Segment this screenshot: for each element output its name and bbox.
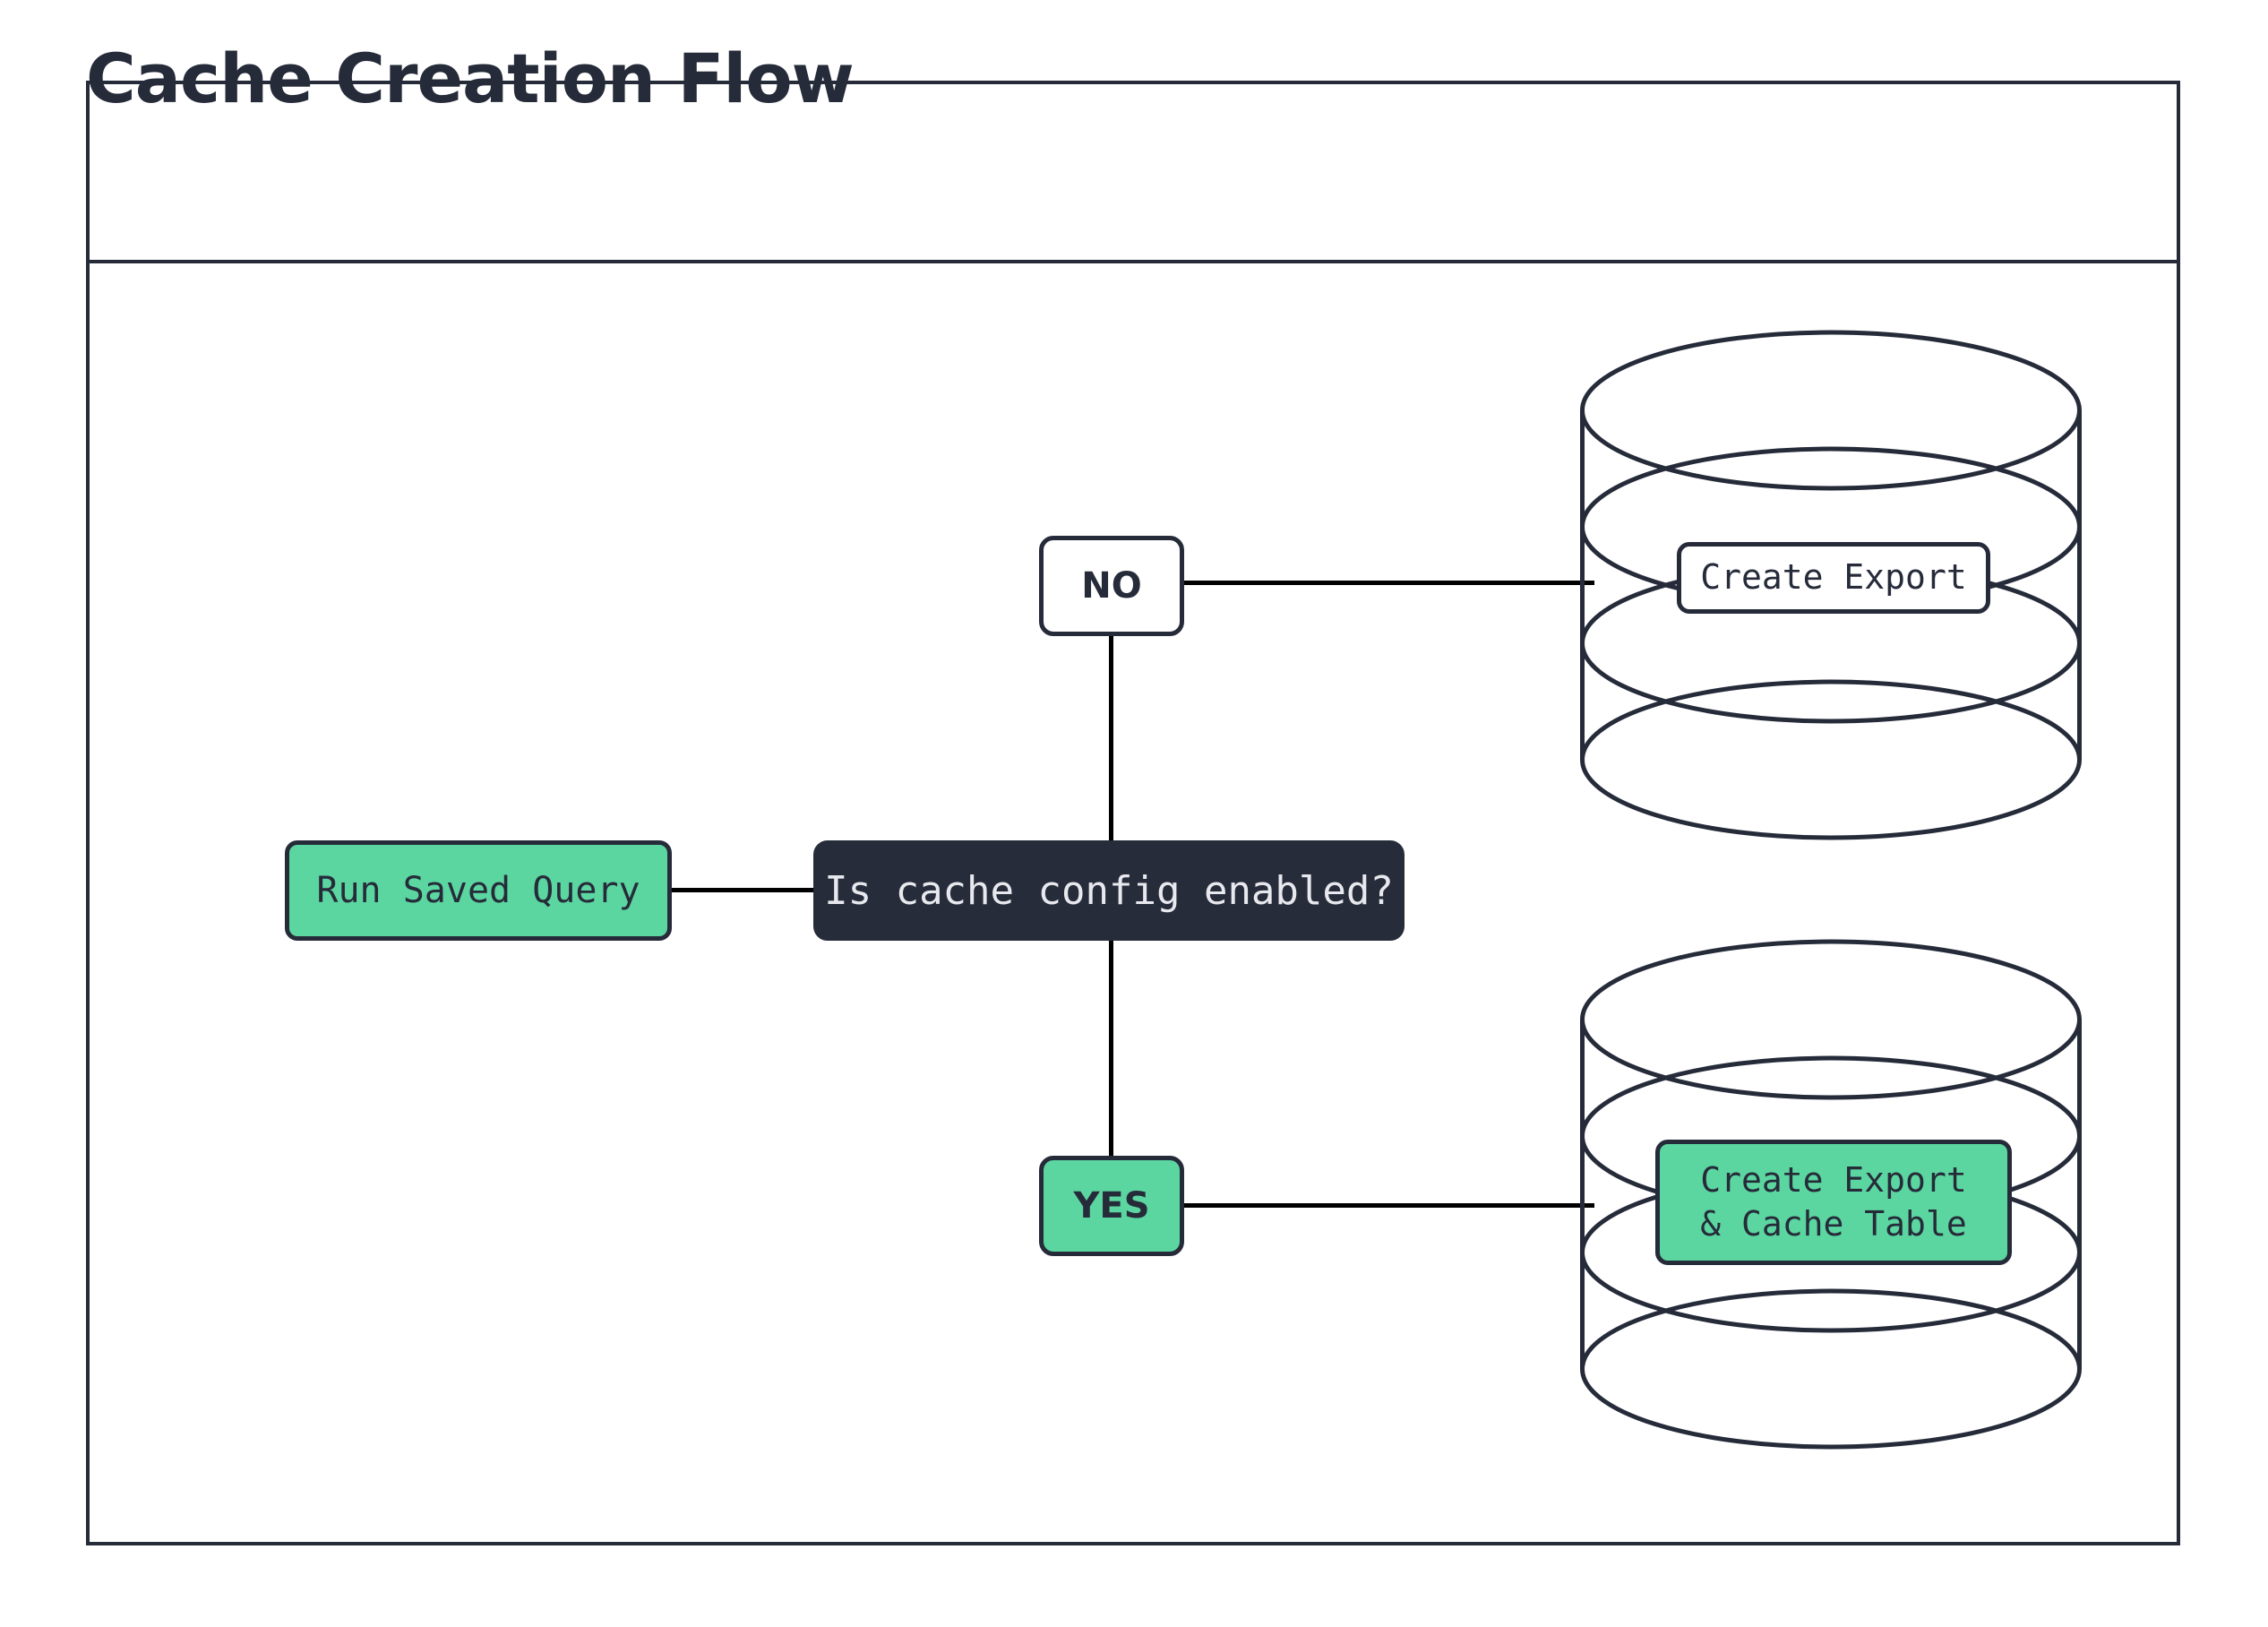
node-branch-yes[interactable]: YES (1039, 1156, 1184, 1256)
database-label-create-export-cache-table: Create Export& Cache Table (1655, 1140, 2012, 1265)
node-run-saved-query[interactable]: Run Saved Query (285, 840, 672, 941)
connector-decision-to-yes (1109, 939, 1113, 1158)
connector-run-saved-query-to-decision (670, 888, 815, 892)
database-label-create-export: Create Export (1677, 542, 1990, 614)
label-line-2: & Cache Table (1700, 1204, 1967, 1244)
node-run-saved-query-label: Run Saved Query (316, 870, 640, 911)
connector-yes-to-create-export-cache-table (1182, 1203, 1594, 1208)
node-no-label: NO (1081, 565, 1142, 607)
node-yes-label: YES (1073, 1185, 1150, 1227)
diagram-title-bar (90, 84, 2177, 263)
node-branch-no[interactable]: NO (1039, 536, 1184, 636)
label-line-1: Create Export (1700, 1159, 1967, 1200)
node-is-cache-config-enabled[interactable]: Is cache config enabled? (813, 840, 1405, 941)
node-decision-label: Is cache config enabled? (824, 867, 1394, 914)
connector-no-to-create-export (1182, 581, 1594, 585)
database-label-create-export-text: Create Export (1700, 557, 1967, 598)
diagram-frame (86, 81, 2180, 1545)
connector-decision-to-no (1109, 636, 1113, 842)
database-label-create-export-cache-table-text: Create Export& Cache Table (1700, 1158, 1966, 1247)
page-title: Cache Creation Flow (86, 39, 855, 118)
